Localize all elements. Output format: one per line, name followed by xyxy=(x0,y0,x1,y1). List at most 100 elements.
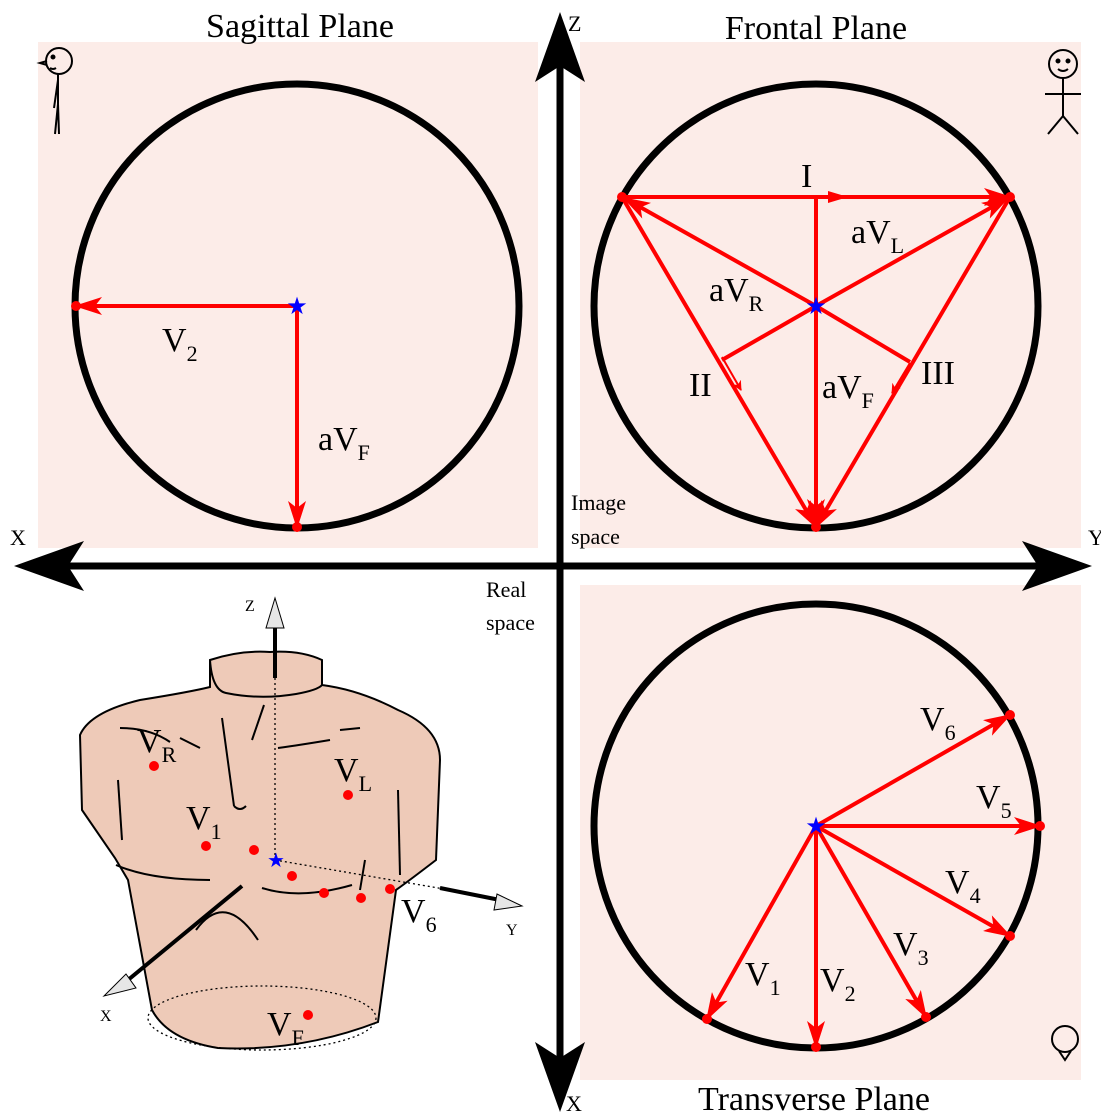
lead-iii-line xyxy=(814,195,1012,529)
torso-illustration: ★ xyxy=(78,596,524,1051)
real-space-label-2: space xyxy=(486,610,535,635)
y-axis-right-label: Y xyxy=(1088,525,1101,550)
torso-body xyxy=(78,650,442,1050)
torso-x-label: X xyxy=(100,1008,112,1025)
v4-vector xyxy=(815,824,1012,938)
avl-label: aVL xyxy=(851,214,904,258)
torso-x-axis xyxy=(126,884,244,982)
electrode-vl xyxy=(343,790,353,800)
torso-vl-label: VL xyxy=(334,752,372,796)
lead-iii-label: III xyxy=(921,355,955,392)
frontal-diagram: ★ xyxy=(590,80,1042,532)
transverse-center-star: ★ xyxy=(805,812,827,840)
avr-label: aVR xyxy=(709,272,764,316)
clavicle-left xyxy=(119,727,201,749)
transverse-v3-label: V3 xyxy=(893,926,929,970)
transverse-diagram: ★ xyxy=(590,600,1045,1052)
electrode-vr xyxy=(149,761,159,771)
sagittal-diagram: ★ xyxy=(71,80,523,532)
transverse-v5-label: V5 xyxy=(976,779,1012,823)
arm-right-line xyxy=(397,789,401,876)
sagittal-avf-point xyxy=(292,522,302,532)
v3-point xyxy=(921,1012,931,1022)
v4-point xyxy=(1005,931,1015,941)
waist-ellipse xyxy=(147,985,377,1051)
frontal-center-star: ★ xyxy=(805,292,827,320)
x-axis-bottom-label: X xyxy=(566,1091,582,1116)
electrode-v5 xyxy=(356,893,366,903)
pectoral-right xyxy=(359,859,366,891)
v1-vector xyxy=(705,825,818,1021)
bisector-iii xyxy=(814,304,912,364)
neck-line xyxy=(209,659,323,698)
electrode-v1 xyxy=(201,841,211,851)
torso-vr-label: VR xyxy=(137,723,177,767)
arm-left-line xyxy=(117,779,123,841)
lead-iii-mid-arrow xyxy=(891,362,911,394)
transverse-title: Transverse Plane xyxy=(698,1081,930,1117)
transverse-v4-label: V4 xyxy=(945,864,981,908)
frontal-la-point xyxy=(1005,192,1015,202)
y-axis-right-arrowhead xyxy=(1022,541,1092,591)
avr-vector xyxy=(622,196,817,308)
lead-ii-mid-arrow xyxy=(721,356,742,391)
x-axis-left-arrowhead xyxy=(14,541,84,591)
lead-ii-line xyxy=(620,195,818,529)
torso-z-label: Z xyxy=(245,598,255,615)
z-axis-label: Z xyxy=(568,11,581,36)
electrode-v3 xyxy=(287,871,297,881)
sagittal-v2-point xyxy=(71,301,81,311)
v1-point xyxy=(702,1014,712,1024)
sagittal-v2-label: V2 xyxy=(162,322,198,366)
sagittal-person-icon xyxy=(36,47,73,135)
torso-vf-label: VF xyxy=(267,1006,304,1050)
v3-vector xyxy=(814,825,928,1019)
transverse-v2-label: V2 xyxy=(820,962,856,1006)
torso-x-cone xyxy=(102,973,137,997)
image-space-label-2: space xyxy=(571,524,620,549)
clavicle-right xyxy=(277,727,361,749)
v5-point xyxy=(1035,821,1045,831)
electrode-v4 xyxy=(319,888,329,898)
frontal-panel xyxy=(580,42,1081,548)
frontal-ra-point xyxy=(617,192,627,202)
bisector-ii xyxy=(721,304,817,362)
electrode-v2 xyxy=(249,845,259,855)
x-axis-left-label: X xyxy=(10,525,26,550)
sternum-notch xyxy=(221,704,265,810)
lead-ii-label: II xyxy=(689,367,712,404)
rib-curve xyxy=(195,911,259,941)
frontal-person-icon xyxy=(1045,49,1081,135)
sagittal-center-star: ★ xyxy=(286,292,308,320)
electrode-v6 xyxy=(385,884,395,894)
electrode-vf xyxy=(303,1010,313,1020)
v6-vector xyxy=(815,713,1012,828)
torso-center-star: ★ xyxy=(267,848,285,872)
v2-point xyxy=(811,1042,821,1052)
frontal-avf-label: aVF xyxy=(822,369,874,413)
torso-z-cone xyxy=(265,596,285,629)
transverse-v6-label: V6 xyxy=(920,701,956,745)
lead-i-label: I xyxy=(801,158,812,195)
sagittal-avf-label: aVF xyxy=(318,421,370,465)
chest-curve-right xyxy=(261,884,353,895)
main-axes xyxy=(14,12,1092,1112)
torso-v1-label: V1 xyxy=(186,800,222,844)
avl-vector xyxy=(815,196,1010,308)
frontal-title: Frontal Plane xyxy=(725,10,907,47)
sagittal-title: Sagittal Plane xyxy=(206,8,394,45)
v6-point xyxy=(1005,710,1015,720)
torso-y-label: Y xyxy=(506,922,518,939)
transverse-v1-label: V1 xyxy=(745,956,781,1000)
image-space-label-1: Image xyxy=(571,490,626,515)
x-axis-bottom-arrowhead xyxy=(535,1042,585,1112)
chest-curve-left xyxy=(115,864,211,881)
frontal-f-point xyxy=(811,522,821,532)
torso-y-cone xyxy=(493,893,524,911)
lead-i-mid-arrow xyxy=(828,191,848,203)
transverse-head-icon xyxy=(1051,1025,1079,1062)
z-axis-arrowhead xyxy=(535,12,585,82)
real-space-label-1: Real xyxy=(486,577,526,602)
torso-v6-label: V6 xyxy=(401,893,437,937)
